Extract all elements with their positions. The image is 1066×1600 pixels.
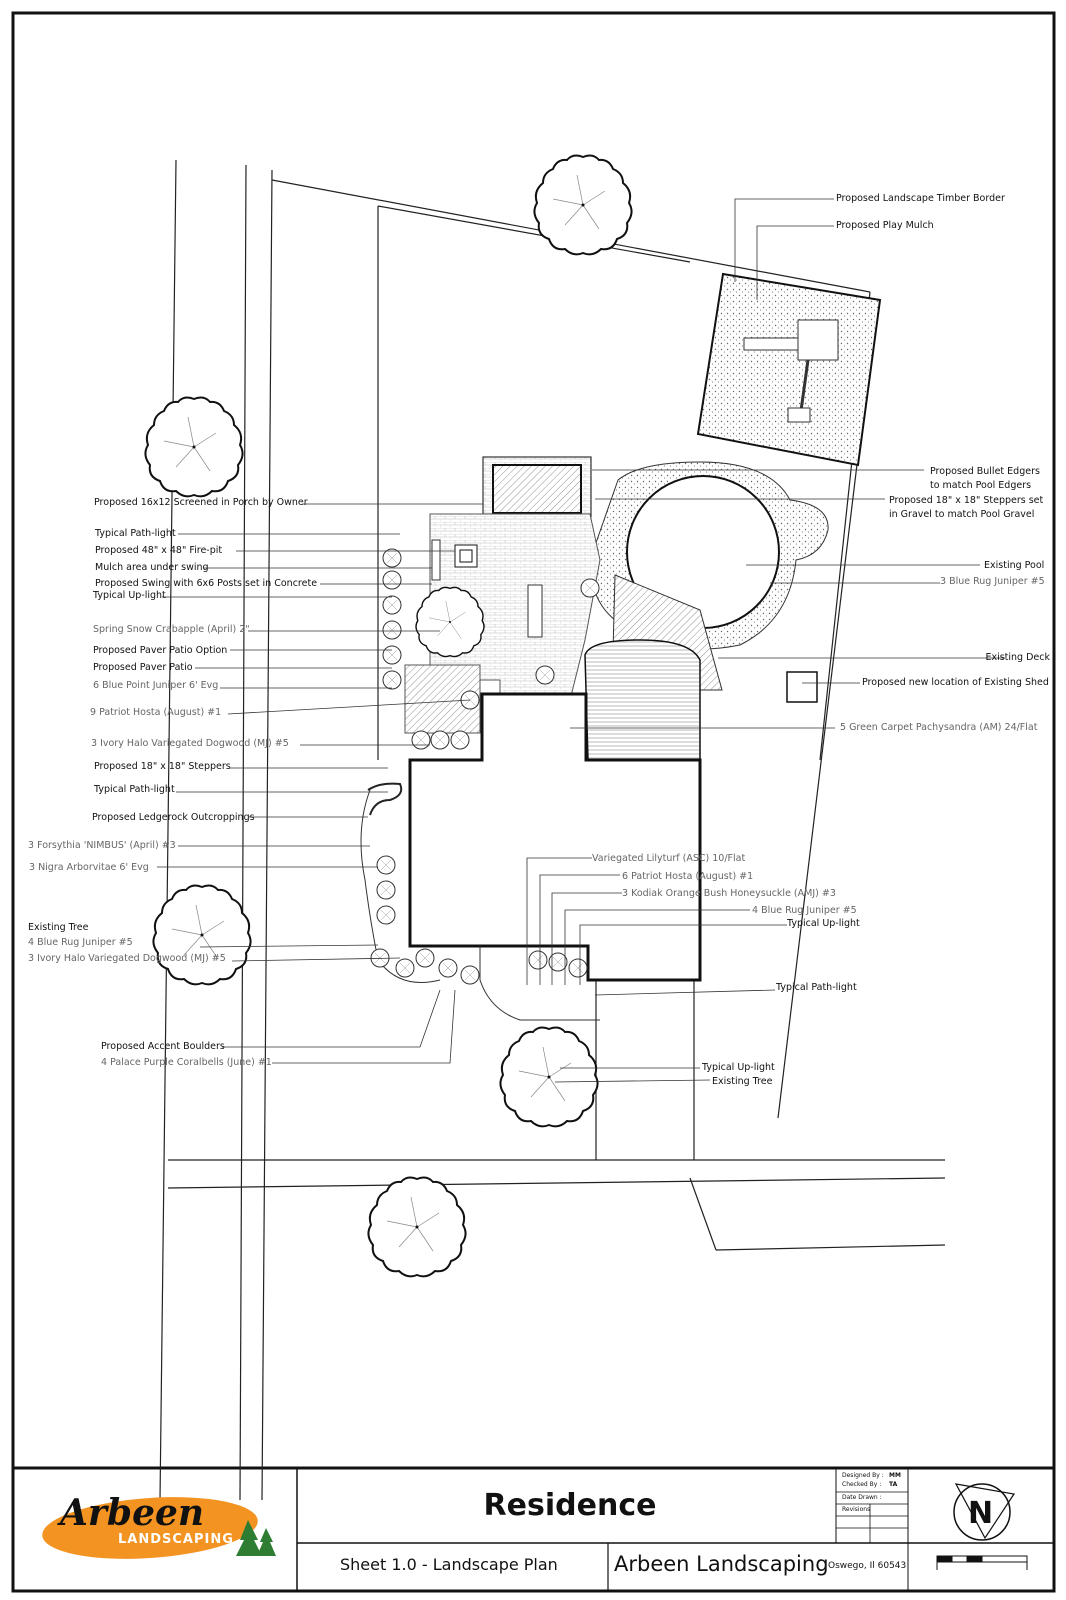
plan-label: 3 Ivory Halo Variegated Dogwood (MJ) #5 — [28, 953, 226, 964]
plan-label: Proposed Accent Boulders — [101, 1041, 225, 1052]
designed-by-label: Designed By : — [842, 1472, 884, 1479]
logo-name: Arbeen — [60, 1492, 205, 1534]
play-mulch-area — [696, 272, 882, 467]
plan-label: Proposed Swing with 6x6 Posts set in Con… — [95, 578, 318, 589]
property-lines — [159, 159, 946, 1501]
plan-label: Mulch area under swing — [95, 562, 209, 573]
tree-icon — [415, 586, 485, 658]
plan-label: Typical Path-light — [95, 528, 176, 539]
plan-label: Existing Tree — [28, 922, 89, 933]
screened-porch — [482, 456, 592, 518]
plan-label: 3 Blue Rug Juniper #5 — [940, 576, 1045, 587]
leader-lines — [157, 198, 1005, 1083]
plan-label: Proposed Paver Patio Option — [93, 645, 228, 656]
plan-label: Proposed 18" x 18" Steppers set — [889, 495, 1044, 506]
existing-deck — [584, 639, 701, 761]
paver-patio — [404, 513, 601, 734]
designed-by-value: MM — [889, 1472, 901, 1479]
house-footprint — [408, 692, 702, 982]
plan-label: in Gravel to match Pool Gravel — [889, 509, 1035, 520]
plan-label: Proposed 18" x 18" Steppers — [94, 761, 231, 772]
tree-icon — [499, 1026, 599, 1128]
sheet-name: Sheet 1.0 - Landscape Plan — [340, 1555, 558, 1574]
plan-label: Typical Up-light — [93, 590, 166, 601]
plan-label: Proposed Landscape Timber Border — [836, 193, 1005, 204]
plan-label: 5 Green Carpet Pachysandra (AM) 24/Flat — [840, 722, 1038, 733]
plan-label: 3 Forsythia 'NIMBUS' (April) #3 — [28, 840, 176, 851]
tree-icon — [367, 1176, 467, 1278]
plan-label: Proposed 16x12 Screened in Porch by Owne… — [94, 497, 308, 508]
plan-label: Existing Deck — [985, 652, 1050, 663]
plan-label: 9 Patriot Hosta (August) #1 — [90, 707, 222, 718]
plan-label: Proposed Play Mulch — [836, 220, 934, 231]
plan-label: 3 Ivory Halo Variegated Dogwood (MJ) #5 — [91, 738, 289, 749]
company-city: Oswego, Il 60543 — [828, 1561, 907, 1571]
company-name: Arbeen Landscaping — [614, 1552, 829, 1576]
plan-label: 4 Blue Rug Juniper #5 — [752, 905, 857, 916]
plan-label: Existing Pool — [984, 560, 1045, 571]
title-block — [296, 1468, 1054, 1591]
scale-bar-icon — [936, 1555, 1028, 1570]
logo-subtitle: LANDSCAPING — [118, 1532, 234, 1547]
checked-by-value: TA — [889, 1481, 898, 1488]
plan-label: 4 Palace Purple Coralbells (June) #1 — [101, 1057, 272, 1068]
company-logo — [42, 1497, 276, 1559]
plan-label: Typical Path-light — [776, 982, 857, 993]
plan-label: to match Pool Edgers — [930, 480, 1032, 491]
plan-label: 6 Patriot Hosta (August) #1 — [622, 871, 754, 882]
plan-label: Typical Path-light — [94, 784, 175, 795]
plan-label: Proposed Ledgerock Outcroppings — [92, 812, 255, 823]
north-letter: N — [968, 1496, 994, 1531]
checked-by-label: Checked By : — [842, 1481, 882, 1488]
plan-label: Variegated Lilyturf (ASC) 10/Flat — [592, 853, 746, 864]
sheet-border — [11, 11, 1056, 1593]
plan-label: 3 Kodiak Orange Bush Honeysuckle (AMJ) #… — [622, 888, 836, 899]
plan-label: Typical Up-light — [787, 918, 860, 929]
plan-label: Proposed 48" x 48" Fire-pit — [95, 545, 223, 556]
project-title: Residence — [483, 1488, 657, 1523]
tree-icon — [533, 154, 633, 256]
plan-label: 4 Blue Rug Juniper #5 — [28, 937, 133, 948]
tree-icon — [152, 884, 252, 986]
tree-icon — [144, 396, 244, 498]
plan-label: 3 Nigra Arborvitae 6' Evg — [29, 862, 149, 873]
plan-label: Proposed Paver Patio — [93, 662, 193, 673]
north-arrow-icon — [953, 1483, 1016, 1541]
plan-label: 6 Blue Point Juniper 6' Evg — [93, 680, 219, 691]
plan-label: Existing Tree — [712, 1076, 773, 1087]
ledgerock — [367, 782, 403, 816]
revisions-label: Revisions — [842, 1506, 871, 1513]
plan-label: Spring Snow Crabapple (April) 2" — [93, 624, 250, 635]
date-drawn-label: Date Drawn : — [842, 1494, 882, 1501]
shed — [786, 671, 818, 703]
plan-label: Typical Up-light — [702, 1062, 775, 1073]
plan-label: Proposed Bullet Edgers — [930, 466, 1040, 477]
plan-label: Proposed new location of Existing Shed — [862, 677, 1049, 688]
